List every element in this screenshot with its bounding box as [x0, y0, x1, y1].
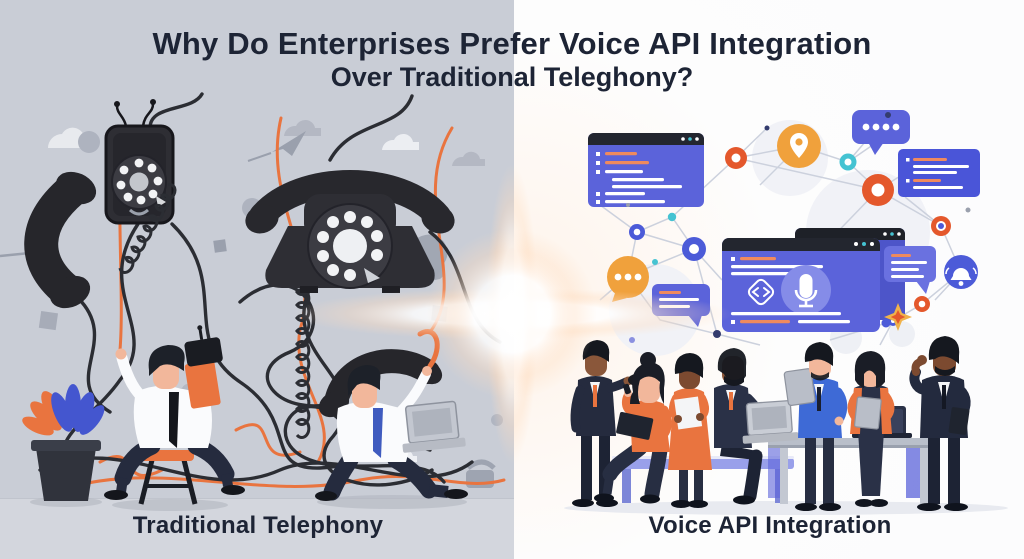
worker-hair: [148, 345, 185, 376]
clipboard: [184, 360, 221, 409]
lens-flare: [292, 164, 732, 464]
laptop: [742, 400, 799, 444]
code-brackets-icon: [747, 278, 775, 306]
paper-plane-icon: [272, 131, 306, 156]
old-phone-device: [184, 337, 223, 367]
tablet: [948, 407, 970, 435]
square-doodle: [38, 310, 59, 331]
headline-line1: Why Do Enterprises Prefer Voice API Inte…: [152, 26, 872, 61]
notification-bell-node: [944, 255, 978, 289]
plant-leaves: [22, 384, 105, 436]
code-window: [588, 133, 704, 207]
speech-bubble-lines: [884, 246, 936, 294]
businesswoman-reading-paper: [668, 353, 712, 508]
chat-dots-bubble: [852, 110, 910, 155]
potted-plant: [22, 384, 105, 507]
voice-api-browser-window: [722, 228, 905, 332]
bell-icon: [950, 268, 972, 280]
rocket-sparkle-node: [881, 303, 912, 331]
location-pin-node: [777, 124, 821, 168]
microphone-icon: [781, 265, 831, 315]
laptop: [402, 400, 466, 453]
businesswoman-cardigan-tablet: [847, 351, 895, 507]
kneeling-worker-with-laptop: [315, 329, 468, 509]
floor-strip: [0, 498, 514, 559]
worker-hair: [347, 365, 381, 396]
desk-rotary-phone: [245, 170, 455, 293]
tablet: [783, 368, 816, 406]
businessman-blue-jacket-tablet: [783, 342, 848, 511]
api-network-nodes: [626, 112, 971, 343]
businesswoman-sitting-tablet: [594, 352, 672, 504]
businessman-presenting: [909, 336, 971, 511]
tablet: [616, 411, 654, 440]
necktie: [373, 408, 383, 458]
right-panel-label: Voice API Integration: [648, 512, 892, 539]
wall-rotary-phone: [104, 99, 175, 225]
businessman-sitting-laptop: [714, 348, 799, 505]
left-panel-label: Traditional Telephony: [132, 512, 384, 539]
tablet: [853, 396, 882, 430]
document-paper: [674, 396, 703, 430]
frustrated-worker-on-stool: [104, 325, 245, 511]
necktie: [169, 392, 179, 448]
telephone-handset-icon: [24, 171, 97, 309]
square-doodle: [213, 239, 227, 253]
message-card: [898, 149, 980, 197]
headline-line2: Over Traditional Teleghony?: [330, 62, 694, 92]
